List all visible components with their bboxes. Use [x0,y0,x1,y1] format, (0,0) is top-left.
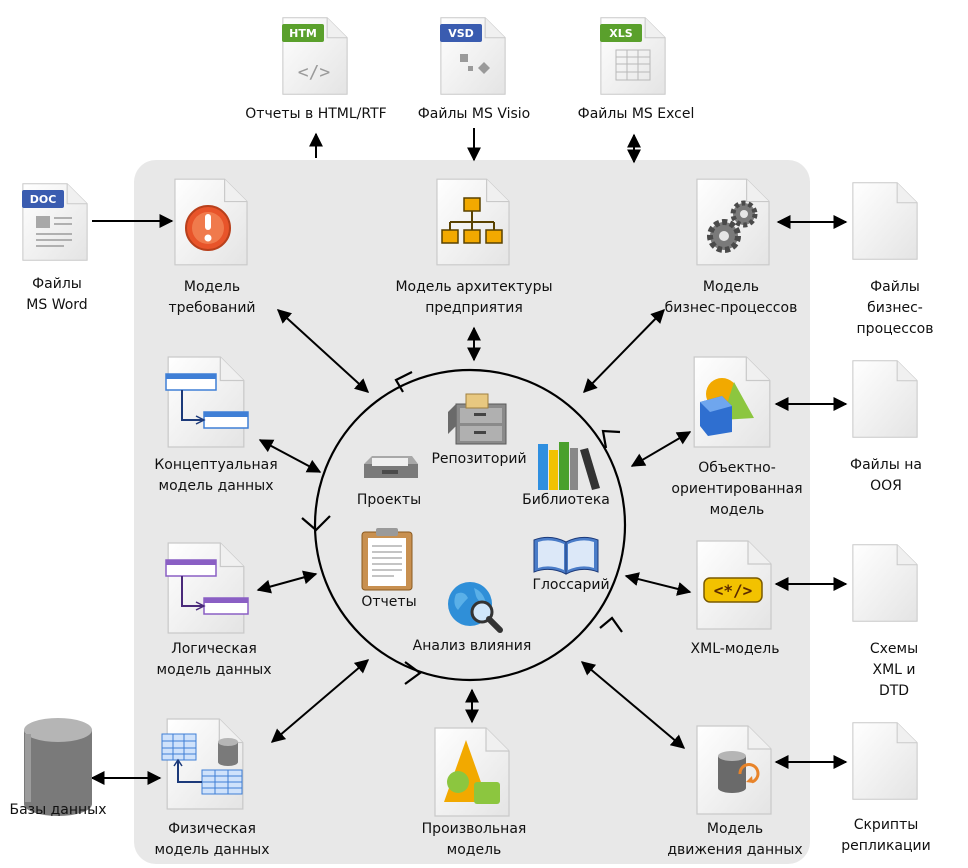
repository-label: Репозиторий [431,451,527,467]
arbitrary-model-label: Произвольная модель [421,821,527,858]
replication-scripts-label: Скрипты репликации [841,817,931,854]
logical-model-label: Логическая модель данных [156,641,272,678]
svg-text:<*/>: <*/> [714,581,753,600]
word-files-label: Файлы MS Word [26,276,88,313]
arrow-xml [624,572,692,596]
word-file-icon: DOC [22,183,88,261]
oop-files-icon [852,360,918,438]
arrow-object [630,431,692,467]
xml-model-label: XML-модель [690,641,780,657]
logical-model-icon [165,542,249,634]
arrow-conceptual [258,439,322,473]
physical-model-label: Физическая модель данных [154,821,270,858]
xml-schemas-label: Схемы XML и DTD [869,641,919,699]
svg-text:DOC: DOC [30,193,57,206]
data-flow-model-label: Модель движения данных [667,821,803,858]
svg-text:</>: </> [298,62,331,83]
glossary-book-icon [533,536,599,575]
data-flow-model-icon [696,725,772,815]
impact-analysis-label: Анализ влияния [412,638,532,654]
business-process-model-label: Модель бизнес-процессов [664,279,798,316]
svg-text:XLS: XLS [609,27,632,40]
html-file-icon: HTM </> [282,17,348,95]
business-process-model-icon [696,178,770,266]
physical-model-icon [161,718,244,810]
requirements-model-label: Модель требований [168,279,256,316]
object-oriented-model-icon [693,356,771,448]
arrow-requirements [276,309,370,393]
html-reports-label: Отчеты в HTML/RTF [245,106,387,122]
projects-label: Проекты [356,492,422,508]
requirements-model-icon [174,178,248,266]
databases-label: Базы данных [9,802,107,818]
repository-cabinet-icon [448,393,507,445]
bp-files-label: Файлы бизнес-процессов [856,279,934,337]
xml-model-icon: <*/> [696,540,772,630]
arbitrary-model-icon [434,727,510,817]
arrow-physical [270,659,370,743]
enterprise-arch-model-label: Модель архитектуры предприятия [395,279,553,316]
visio-file-icon: VSD [440,17,506,95]
svg-text:VSD: VSD [448,27,474,40]
library-label: Библиотека [522,492,610,508]
database-icon [24,718,92,816]
conceptual-model-icon [165,356,249,448]
visio-files-label: Файлы MS Visio [417,106,531,122]
projects-tray-icon [364,456,418,478]
impact-analysis-globe-icon [448,582,503,633]
library-books-icon [538,442,600,490]
glossary-label: Глоссарий [532,577,610,593]
reports-label: Отчеты [361,594,417,610]
arrow-logical [256,570,318,594]
arrow-business-process [583,308,665,394]
cycle-circle [301,368,627,685]
replication-files-icon [852,722,918,800]
arrow-data-flow [580,661,686,749]
svg-text:HTM: HTM [289,27,317,40]
enterprise-arch-model-icon [436,178,510,266]
connector-arrows [90,128,848,785]
xml-schema-files-icon [852,544,918,622]
oop-files-label: Файлы на ООЯ [850,457,922,494]
bp-files-icon [852,182,918,260]
reports-clipboard-icon [361,528,413,591]
excel-file-icon: XLS [600,17,666,95]
excel-files-label: Файлы MS Excel [577,106,695,122]
conceptual-model-label: Концептуальная модель данных [154,457,278,494]
object-oriented-model-label: Объектно- ориентированная модель [671,460,803,518]
